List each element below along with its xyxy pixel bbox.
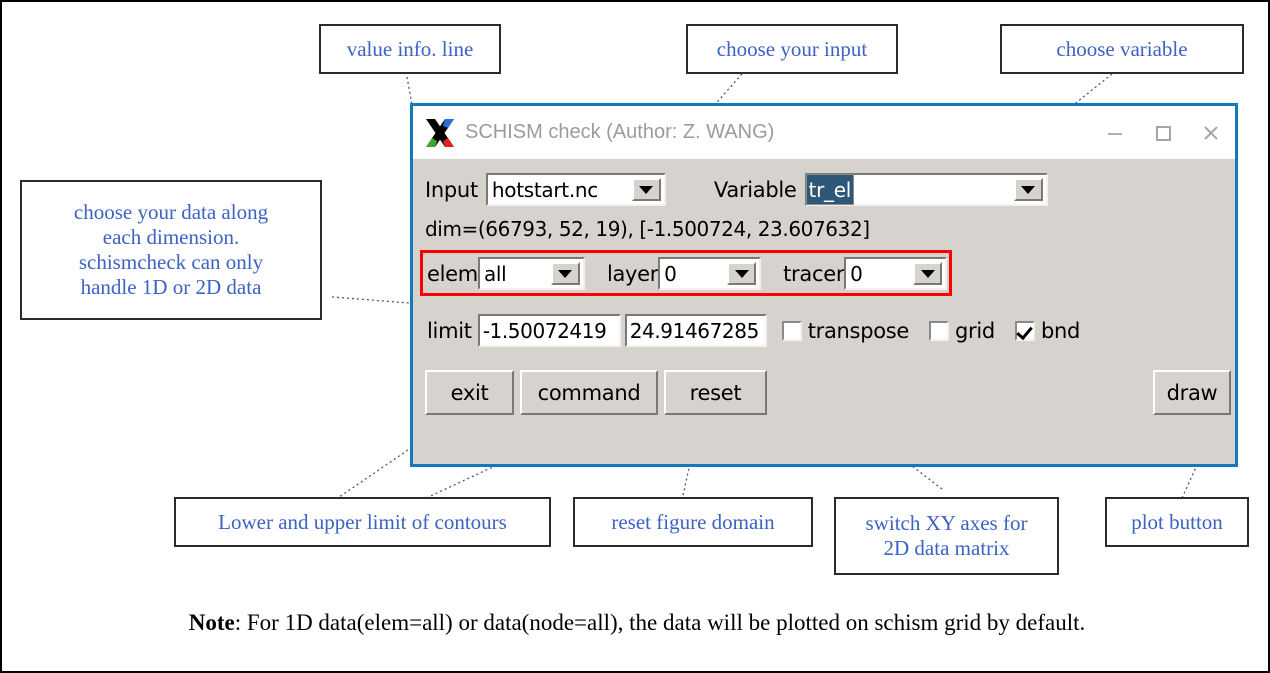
callout-choose-data: choose your data along each dimension. s… [20,180,322,320]
elem-value: all [483,261,507,286]
footer-note-rest: : For 1D data(elem=all) or data(node=all… [234,610,1086,635]
callout-choose-input: choose your input [686,24,898,74]
dimension-selectors-row: elem all layer 0 tracer 0 [427,257,948,290]
callout-choose-variable: choose variable [1000,24,1244,74]
layer-value: 0 [664,261,677,286]
schism-check-window: SCHISM check (Author: Z. WANG) Input hot… [410,103,1238,467]
transpose-checkbox[interactable]: transpose [781,318,910,343]
callout-choose-data-line1: choose your data along [73,200,269,225]
callout-reset-domain-text: reset figure domain [611,509,775,534]
callout-plot-button: plot button [1105,497,1249,547]
callout-choose-data-line4: handle 1D or 2D data [80,274,262,299]
callout-choose-variable-text: choose variable [1056,36,1188,61]
chevron-down-icon[interactable] [550,262,580,285]
variable-combo[interactable]: tr_el [804,173,1048,206]
variable-label: Variable [713,177,797,202]
bnd-checkbox[interactable]: bnd [1014,318,1081,343]
value-info-line: dim=(66793, 52, 19), [-1.500724, 23.6076… [425,217,870,241]
draw-button[interactable]: draw [1153,370,1231,415]
callout-value-info: value info. line [319,24,501,74]
footer-note-prefix: Note [188,610,235,635]
tracer-label: tracer [783,261,845,286]
grid-label: grid [955,318,995,343]
limit-high-input[interactable]: 24.91467285 [624,314,767,347]
chevron-down-icon[interactable] [631,178,661,201]
layer-label: layer [606,261,659,286]
input-file-combo[interactable]: hotstart.nc [485,173,666,206]
limit-row: limit -1.50072419 24.91467285 transpose … [427,314,1080,347]
maximize-icon[interactable] [1139,116,1187,150]
dimension-selectors-highlight [420,250,952,296]
callout-choose-data-line3: schismcheck can only [78,250,264,274]
window-titlebar[interactable]: SCHISM check (Author: Z. WANG) [413,106,1235,159]
limit-low-input[interactable]: -1.50072419 [477,314,621,347]
callout-switch-xy-line1: switch XY axes for [865,511,1028,536]
command-button[interactable]: command [520,370,658,415]
transpose-label: transpose [807,318,910,343]
callout-value-info-text: value info. line [346,36,474,61]
draw-button-row: draw [1153,370,1231,415]
input-file-value: hotstart.nc [491,177,598,202]
grid-checkbox[interactable]: grid [929,319,995,343]
callout-reset-domain: reset figure domain [573,497,813,547]
window-client-area: Input hotstart.nc Variable tr_el dim=(66… [413,159,1235,464]
chevron-down-icon[interactable] [727,262,757,285]
chevron-down-icon[interactable] [913,262,943,285]
callout-choose-data-line2: each dimension. [102,225,240,250]
callout-choose-input-text: choose your input [716,36,868,61]
bnd-label: bnd [1040,318,1081,343]
checkbox-box[interactable] [929,320,950,341]
elem-combo[interactable]: all [477,257,585,290]
input-variable-row: Input hotstart.nc Variable tr_el [425,173,1048,206]
exit-button[interactable]: exit [425,370,514,415]
minimize-icon[interactable] [1091,116,1139,150]
close-icon[interactable] [1187,116,1235,150]
callout-switch-xy: switch XY axes for 2D data matrix [834,497,1059,575]
footer-note: Note: For 1D data(elem=all) or data(node… [2,610,1268,636]
input-label: Input [425,177,478,202]
action-buttons-row: exit command reset [425,370,767,415]
tracer-combo[interactable]: 0 [844,257,948,290]
tracer-value: 0 [850,261,863,286]
xming-x-logo-icon [426,118,454,147]
callout-contour-limits: Lower and upper limit of contours [174,497,551,547]
callout-contour-limits-text: Lower and upper limit of contours [218,509,507,534]
layer-combo[interactable]: 0 [658,257,762,290]
chevron-down-icon[interactable] [1013,178,1043,201]
checkbox-box-checked[interactable] [1014,320,1035,341]
reset-button[interactable]: reset [664,370,767,415]
variable-value: tr_el [805,174,854,205]
callout-switch-xy-line2: 2D data matrix [883,536,1010,560]
elem-label: elem [427,261,478,286]
callout-plot-button-text: plot button [1131,509,1223,534]
window-title: SCHISM check (Author: Z. WANG) [465,121,775,143]
limit-label: limit [427,318,472,343]
checkbox-box[interactable] [781,320,802,341]
